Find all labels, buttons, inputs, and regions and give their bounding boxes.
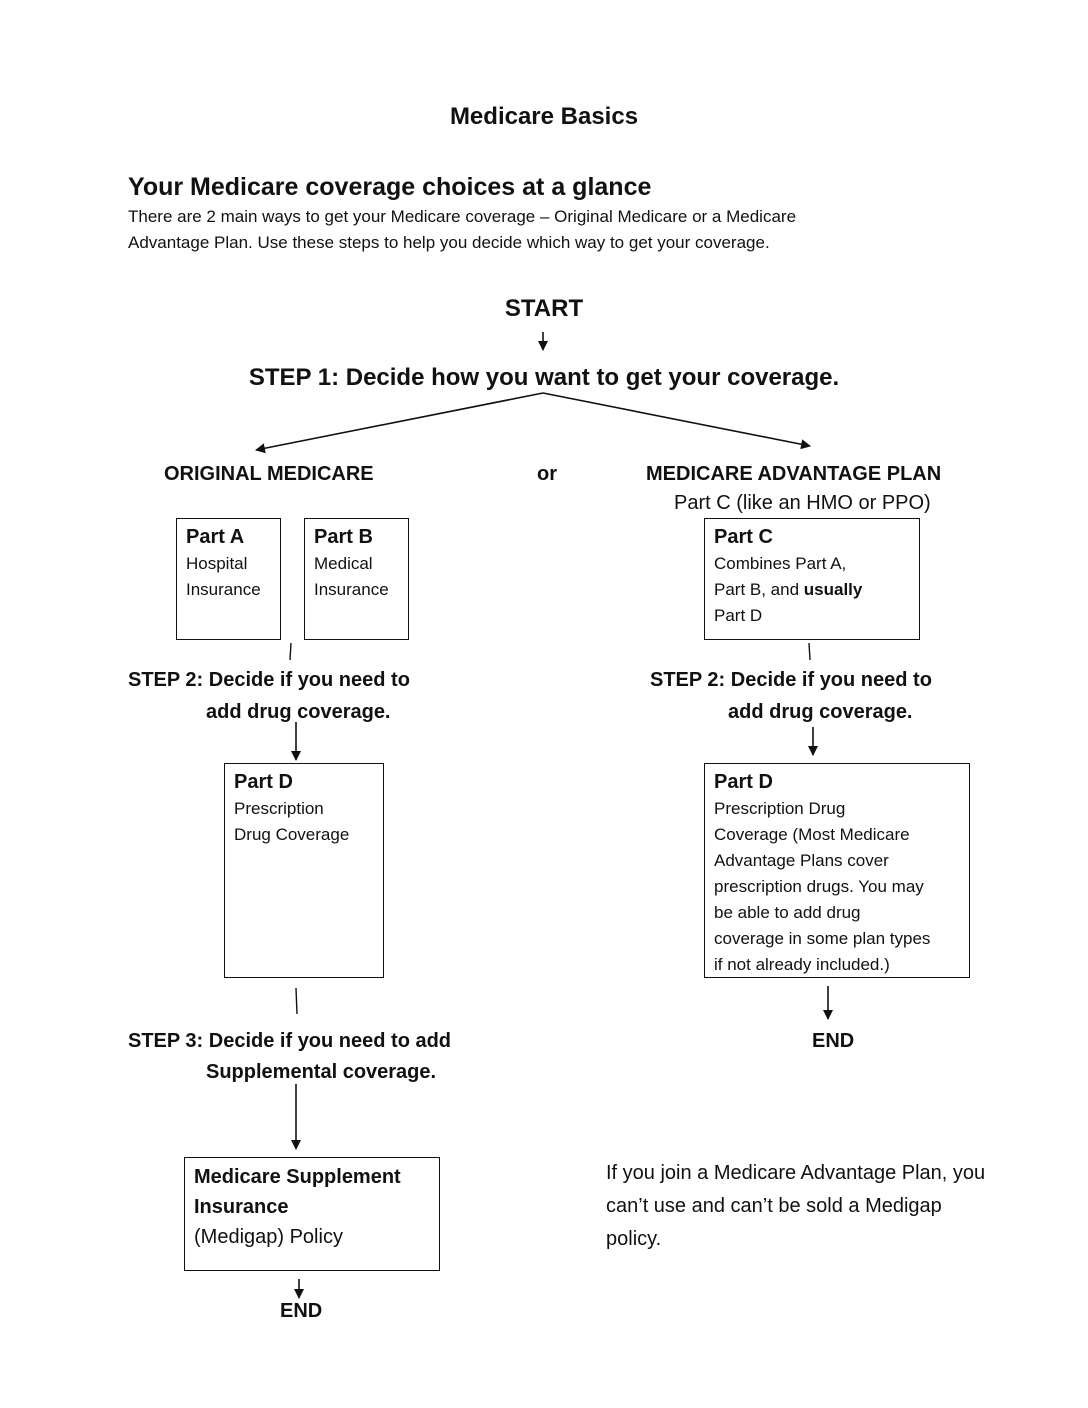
part-b-line1: Medical xyxy=(314,554,373,573)
part-b-box: Part B Medical Insurance xyxy=(304,518,409,640)
tick-partd-left-to-step3 xyxy=(295,987,298,1015)
part-c-line1: Combines Part A, xyxy=(714,554,847,573)
step3-line2: Supplemental coverage. xyxy=(206,1061,437,1083)
medigap-title-line1: Medicare Supplement xyxy=(194,1166,401,1188)
section-heading: Your Medicare coverage choices at a glan… xyxy=(128,173,652,201)
part-a-line2: Insurance xyxy=(186,580,261,599)
part-d-right-line: prescription drugs. You may xyxy=(714,877,924,896)
part-d-left-box: Part D Prescription Drug Coverage xyxy=(224,763,384,978)
part-d-right-line: if not already included.) xyxy=(714,955,890,974)
part-d-left-line2: Drug Coverage xyxy=(234,825,350,844)
or-label: or xyxy=(537,463,557,485)
step2-left-line1: STEP 2: Decide if you need to xyxy=(128,669,410,691)
end-right-label: END xyxy=(812,1030,855,1052)
start-label: START xyxy=(504,295,584,322)
advantage-note-line3: policy. xyxy=(606,1228,662,1250)
part-d-right-line: Coverage (Most Medicare xyxy=(714,825,910,844)
step1-label: STEP 1: Decide how you want to get your … xyxy=(248,364,840,391)
medigap-box: Medicare Supplement Insurance (Medigap) … xyxy=(184,1157,440,1271)
step2-right-line1: STEP 2: Decide if you need to xyxy=(650,669,932,691)
part-c-box: Part C Combines Part A, Part B, and usua… xyxy=(704,518,920,640)
tick-partb-to-step2-left xyxy=(289,642,292,661)
part-d-right-line: be able to add drug xyxy=(714,903,861,922)
original-medicare-heading: ORIGINAL MEDICARE xyxy=(164,463,374,485)
part-d-right-line: Advantage Plans cover xyxy=(714,851,889,870)
part-d-right-line: Prescription Drug xyxy=(714,799,846,818)
medigap-line3: (Medigap) Policy xyxy=(194,1226,343,1248)
part-c-line2-emphasis: usually xyxy=(803,580,863,599)
part-c-line3: Part D xyxy=(714,606,763,625)
part-c-subtitle: Part C (like an HMO or PPO) xyxy=(674,492,931,514)
step3-line1: STEP 3: Decide if you need to add xyxy=(128,1030,452,1052)
part-c-title: Part C xyxy=(714,526,773,548)
page-title: Medicare Basics xyxy=(449,103,639,130)
part-d-right-title: Part D xyxy=(714,771,773,793)
advantage-note-line2: can’t use and can’t be sold a Medigap xyxy=(606,1195,942,1217)
part-a-line1: Hospital xyxy=(186,554,248,573)
end-left-label: END xyxy=(280,1300,323,1322)
arrow-step1-to-advantage xyxy=(542,392,811,450)
part-c-line2-text: Part B, and xyxy=(714,580,804,599)
step2-right-line2: add drug coverage. xyxy=(728,701,913,723)
part-b-line2: Insurance xyxy=(314,580,389,599)
part-b-title: Part B xyxy=(314,526,373,548)
arrow-step1-to-original xyxy=(255,392,544,454)
step2-left-line2: add drug coverage. xyxy=(206,701,391,723)
intro-line-2: Advantage Plan. Use these steps to help … xyxy=(128,233,770,252)
part-d-right-line: coverage in some plan types xyxy=(714,929,931,948)
advantage-note-line1: If you join a Medicare Advantage Plan, y… xyxy=(606,1162,986,1184)
medicare-advantage-heading: MEDICARE ADVANTAGE PLAN xyxy=(646,463,942,485)
part-d-right-box: Part D Prescription Drug Coverage (Most … xyxy=(704,763,970,978)
part-a-title: Part A xyxy=(186,526,245,548)
part-c-line2: Part B, and usually xyxy=(714,577,910,603)
part-d-left-title: Part D xyxy=(234,771,293,793)
medigap-title-line2: Insurance xyxy=(194,1196,289,1218)
tick-partc-to-step2-right xyxy=(808,642,811,661)
part-a-box: Part A Hospital Insurance xyxy=(176,518,281,640)
part-d-left-line1: Prescription xyxy=(234,799,324,818)
intro-line-1: There are 2 main ways to get your Medica… xyxy=(128,207,797,226)
